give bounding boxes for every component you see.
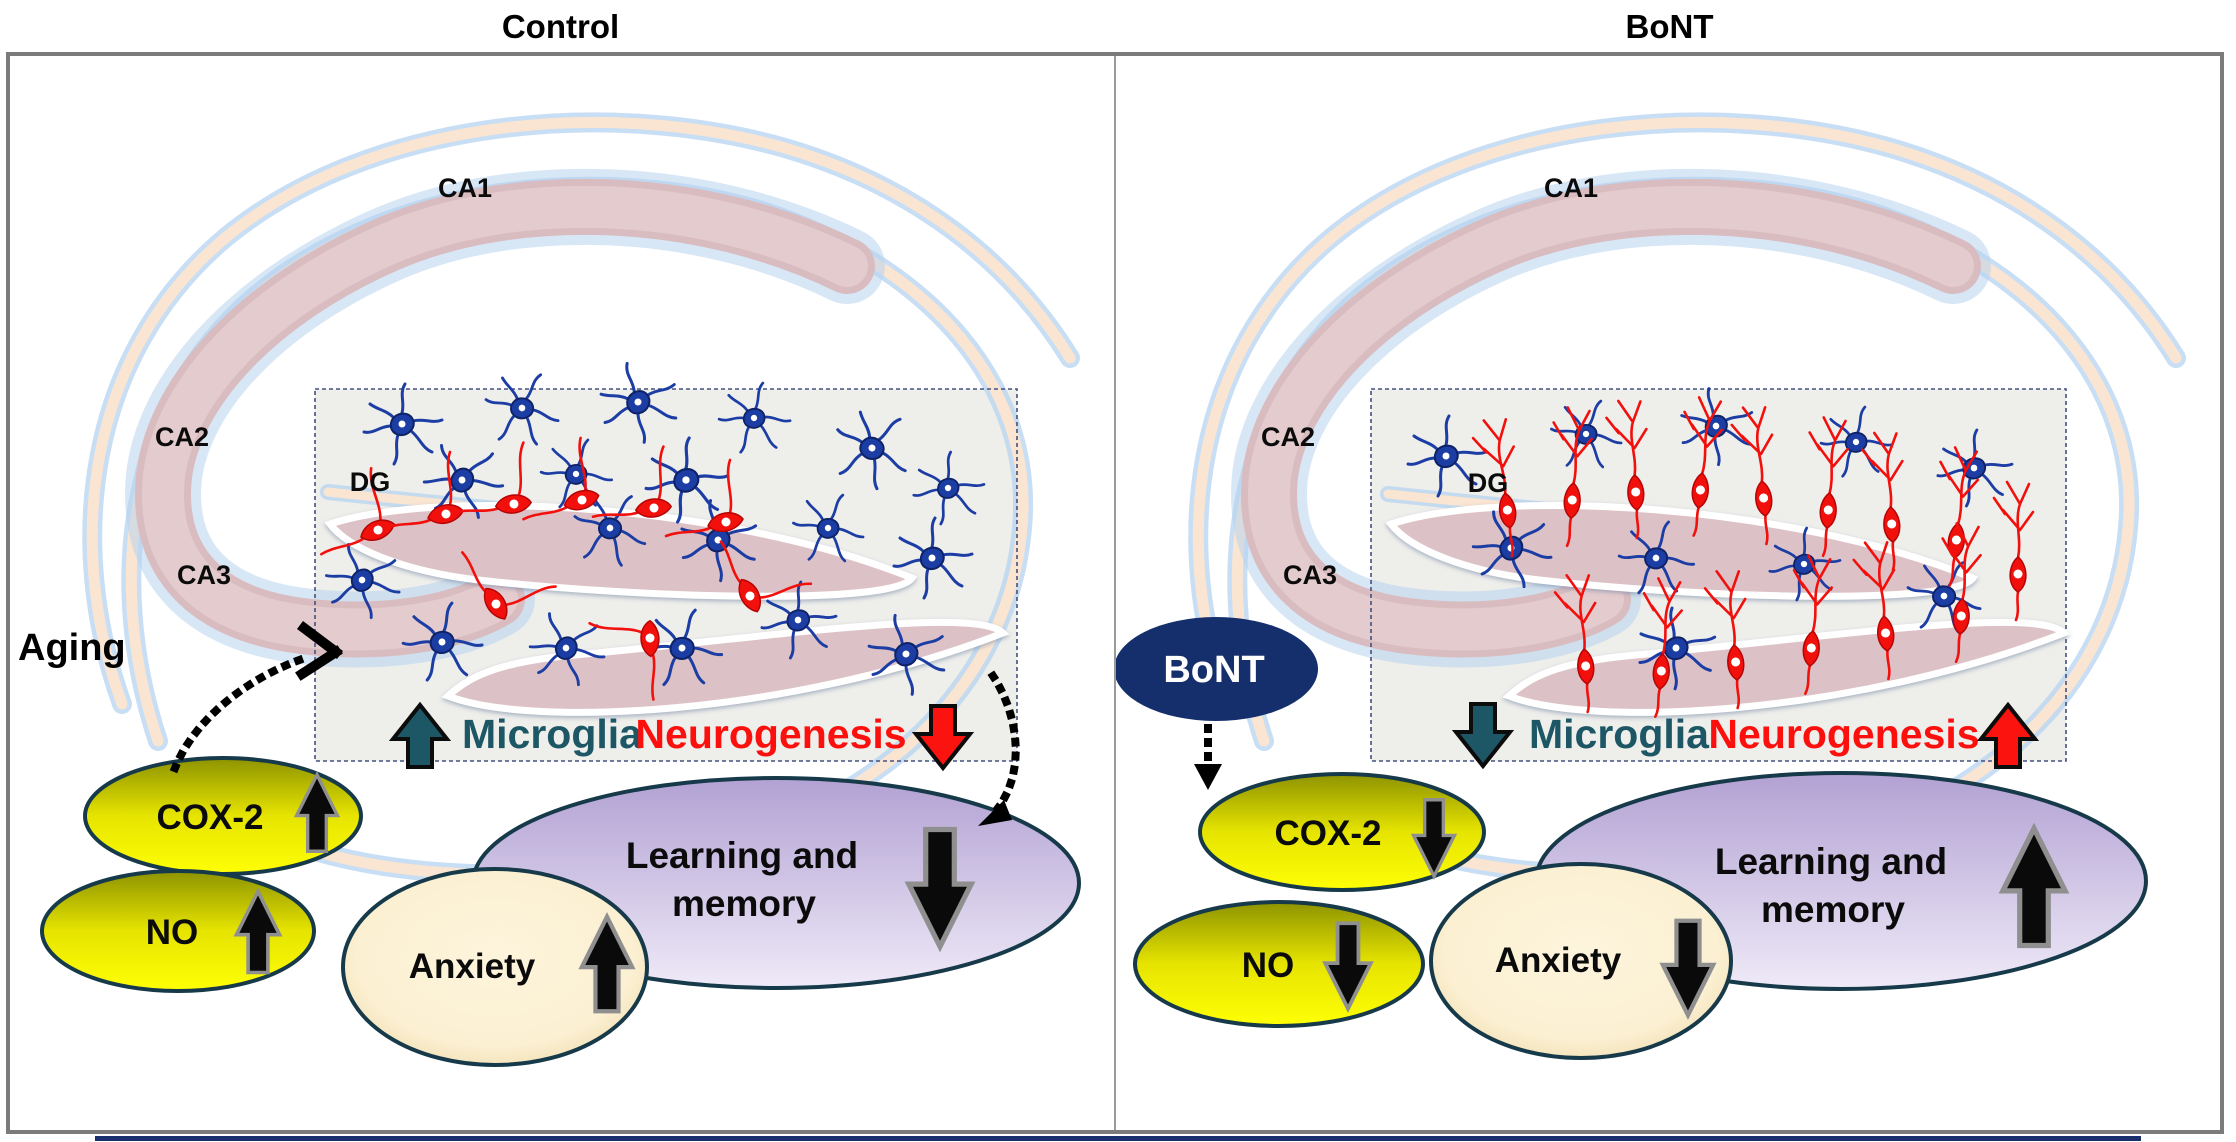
learning-memory-line2: memory <box>1761 889 1905 930</box>
bont-to-cox2-dotted-arrow <box>1194 724 1222 790</box>
no-label: NO <box>146 913 199 952</box>
label-ca2: CA2 <box>1261 422 1315 452</box>
panel-control: CA1 CA2 CA3 DG Aging Microglia Neurogene… <box>10 56 1114 1130</box>
aging-to-dg-dotted-arrow <box>169 621 343 774</box>
dg-to-learning-dotted-arrow <box>978 670 1020 826</box>
cox2-label: COX-2 <box>157 798 264 837</box>
cox2-node: COX-2 <box>1198 772 1486 892</box>
no-node: NO <box>1133 900 1425 1028</box>
anxiety-label: Anxiety <box>409 947 536 986</box>
panel-divider <box>1114 56 1116 1130</box>
anxiety-node: Anxiety <box>341 867 649 1067</box>
no-label: NO <box>1242 946 1295 985</box>
bont-illustration: CA1 CA2 CA3 DG BoNT Microglia Neurogenes… <box>1116 112 2186 1060</box>
no-node: NO <box>40 869 316 993</box>
panel-title-bont: BoNT <box>1625 8 1714 45</box>
panel-titles: Control BoNT <box>6 4 2224 46</box>
anxiety-node: Anxiety <box>1429 862 1733 1060</box>
label-ca3: CA3 <box>177 560 231 590</box>
bont-source-node: BoNT <box>1116 617 1318 721</box>
label-dg: DG <box>1468 468 1509 498</box>
learning-memory-line1: Learning and <box>1715 841 1947 882</box>
panel-title-control: Control <box>501 8 620 45</box>
panel-bont: CA1 CA2 CA3 DG BoNT Microglia Neurogenes… <box>1116 56 2220 1130</box>
label-ca3: CA3 <box>1283 560 1337 590</box>
cox2-label: COX-2 <box>1275 814 1382 853</box>
label-ca1: CA1 <box>1544 173 1598 203</box>
dentate-gyrus-blades <box>1385 502 2071 716</box>
control-illustration: CA1 CA2 CA3 DG Aging Microglia Neurogene… <box>18 112 1081 1067</box>
learning-memory-line1: Learning and <box>626 835 858 876</box>
neurogenesis-label: Neurogenesis <box>635 711 906 757</box>
label-ca1: CA1 <box>438 173 492 203</box>
microglia-label: Microglia <box>1529 711 1710 757</box>
learning-memory-line2: memory <box>672 883 816 924</box>
label-ca2: CA2 <box>155 422 209 452</box>
hippocampus-ca-band <box>1231 168 1991 668</box>
hippocampus-ca-band <box>125 168 885 668</box>
figure-frame: CA1 CA2 CA3 DG Aging Microglia Neurogene… <box>6 52 2224 1134</box>
bont-source-label: BoNT <box>1163 649 1264 691</box>
neurogenesis-label: Neurogenesis <box>1708 711 1979 757</box>
microglia-label: Microglia <box>462 711 643 757</box>
cox2-node: COX-2 <box>83 756 363 876</box>
aging-label: Aging <box>18 627 126 669</box>
anxiety-label: Anxiety <box>1495 941 1622 980</box>
label-dg: DG <box>350 467 391 497</box>
bottom-accent-line <box>95 1136 2141 1141</box>
dg-inset-box-border <box>1370 388 2067 762</box>
